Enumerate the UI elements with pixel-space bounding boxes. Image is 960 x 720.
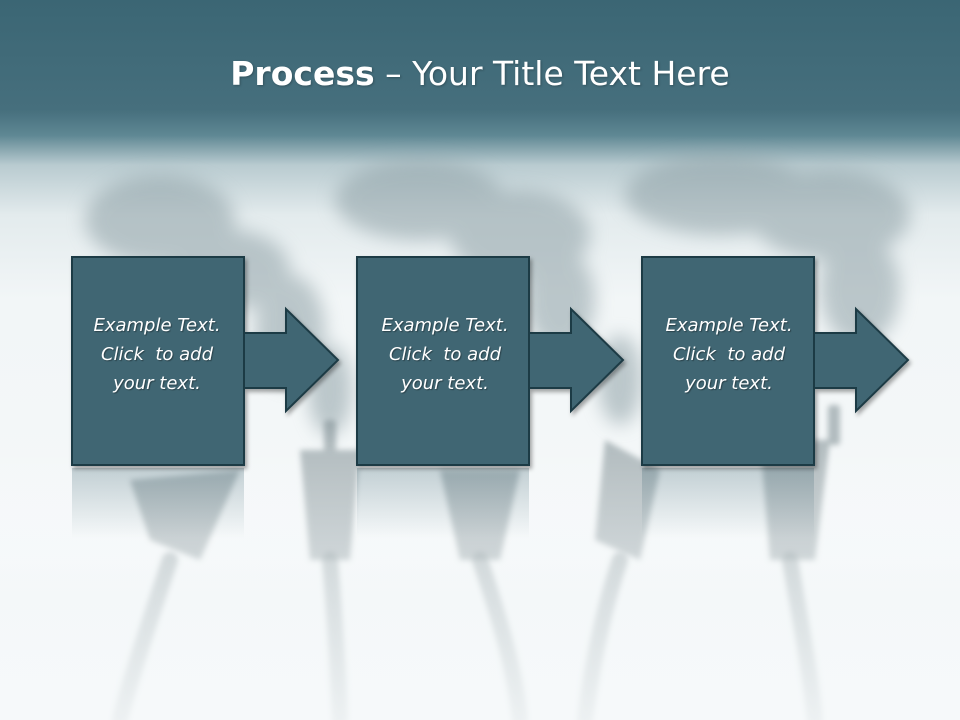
step-2[interactable] [356, 256, 625, 466]
step-3-text-line-2: Click to add [672, 344, 785, 365]
step-1-arrow [243, 306, 340, 414]
step-3-text[interactable]: Example Text. Click to add your text. [644, 311, 814, 398]
step-1-text[interactable]: Example Text. Click to add your text. [72, 311, 242, 398]
step-3-box [641, 256, 815, 466]
step-1-text-line-1: Example Text. [93, 315, 221, 336]
step-1[interactable] [71, 256, 340, 466]
step-3-text-line-1: Example Text. [665, 315, 793, 336]
step-3[interactable] [641, 256, 910, 466]
step-2-text-line-1: Example Text. [381, 315, 509, 336]
slide-title-strong: Process [230, 54, 375, 93]
step-reflections [72, 468, 814, 538]
slide-title[interactable]: Process – Your Title Text Here [0, 52, 960, 96]
step-3-text-line-3: your text. [685, 373, 773, 394]
step-2-box [356, 256, 530, 466]
slide-title-rest: – Your Title Text Here [374, 54, 730, 93]
step-2-text-line-2: Click to add [388, 344, 501, 365]
step-1-text-line-2: Click to add [100, 344, 213, 365]
step-2-text[interactable]: Example Text. Click to add your text. [360, 311, 530, 398]
step-1-box [71, 256, 245, 466]
step-1-text-line-3: your text. [113, 373, 201, 394]
step-3-arrow [813, 306, 910, 414]
step-2-text-line-3: your text. [401, 373, 489, 394]
step-2-arrow [528, 306, 625, 414]
